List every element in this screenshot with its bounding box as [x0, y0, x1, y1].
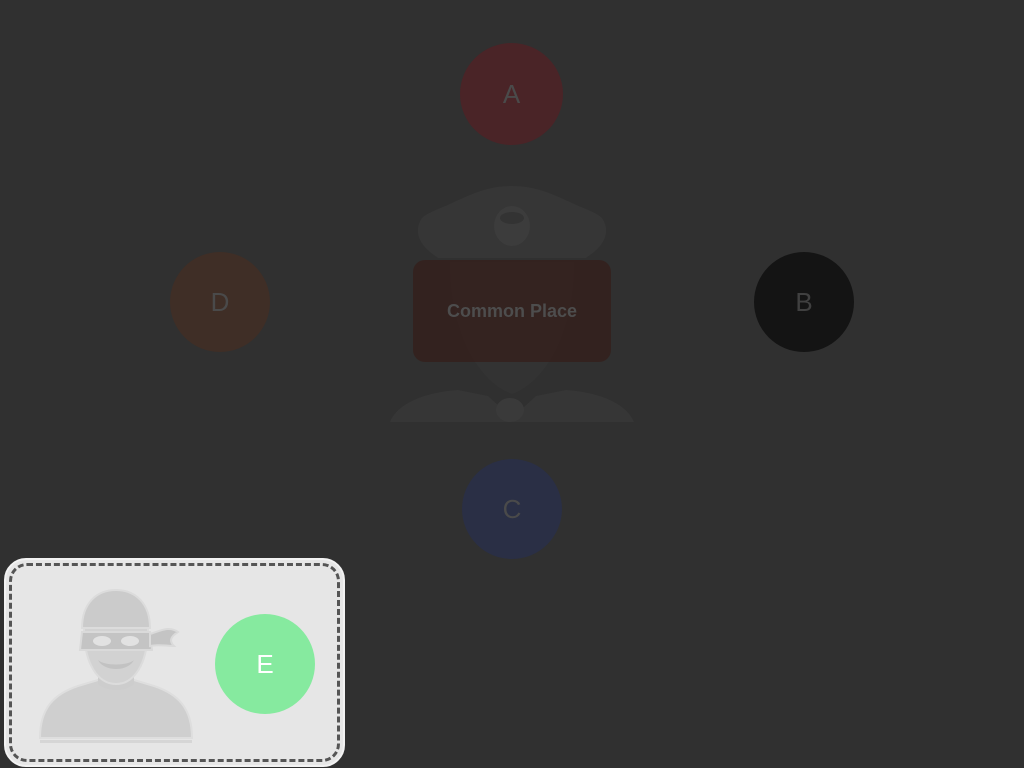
- thief-icon: [38, 588, 194, 743]
- node-d[interactable]: D: [170, 252, 270, 352]
- node-e-label: E: [256, 648, 274, 679]
- common-place-label: Common Place: [446, 300, 578, 321]
- node-a-label: A: [502, 78, 521, 109]
- node-c-label: C: [502, 493, 522, 524]
- common-place-zone[interactable]: Common Place: [413, 260, 611, 362]
- node-b[interactable]: B: [754, 252, 854, 352]
- player-card[interactable]: E: [4, 558, 345, 767]
- node-a[interactable]: A: [460, 43, 563, 145]
- node-d-label: D: [210, 286, 230, 317]
- node-c[interactable]: C: [462, 459, 562, 559]
- node-e[interactable]: E: [215, 614, 315, 714]
- node-b-label: B: [795, 286, 813, 317]
